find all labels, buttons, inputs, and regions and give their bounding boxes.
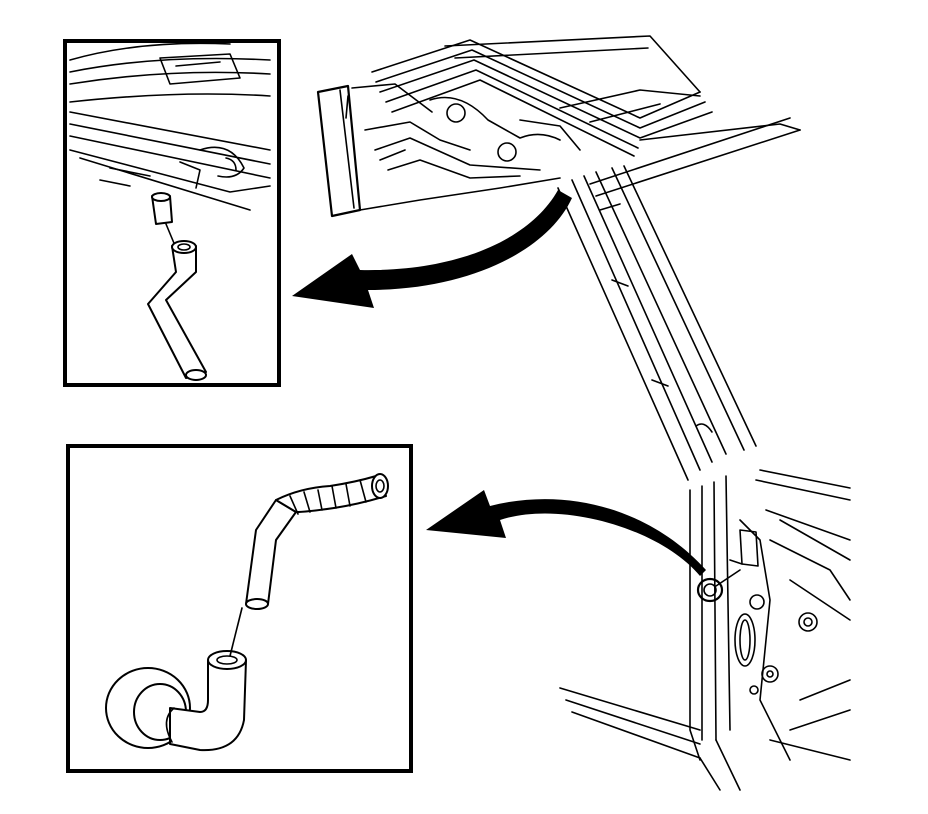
lower-callout-arrow (426, 490, 706, 576)
lower-body-panel (559, 469, 851, 791)
callout-arrows (292, 190, 706, 576)
upper-callout-arrow (292, 190, 572, 308)
upper-detail-callout (63, 39, 281, 387)
upper-pillar (316, 83, 581, 218)
lower-detail-drawing (105, 473, 389, 752)
lower-detail-callout (66, 444, 413, 773)
pillar-diagonal (557, 165, 757, 481)
upper-detail-drawing (69, 43, 271, 381)
corrugated-hose (275, 475, 387, 513)
vehicle-body-structure (316, 35, 851, 791)
hose-elbow (169, 659, 247, 752)
roof-rail-lines (371, 35, 801, 211)
drain-hose-upper (147, 245, 207, 379)
